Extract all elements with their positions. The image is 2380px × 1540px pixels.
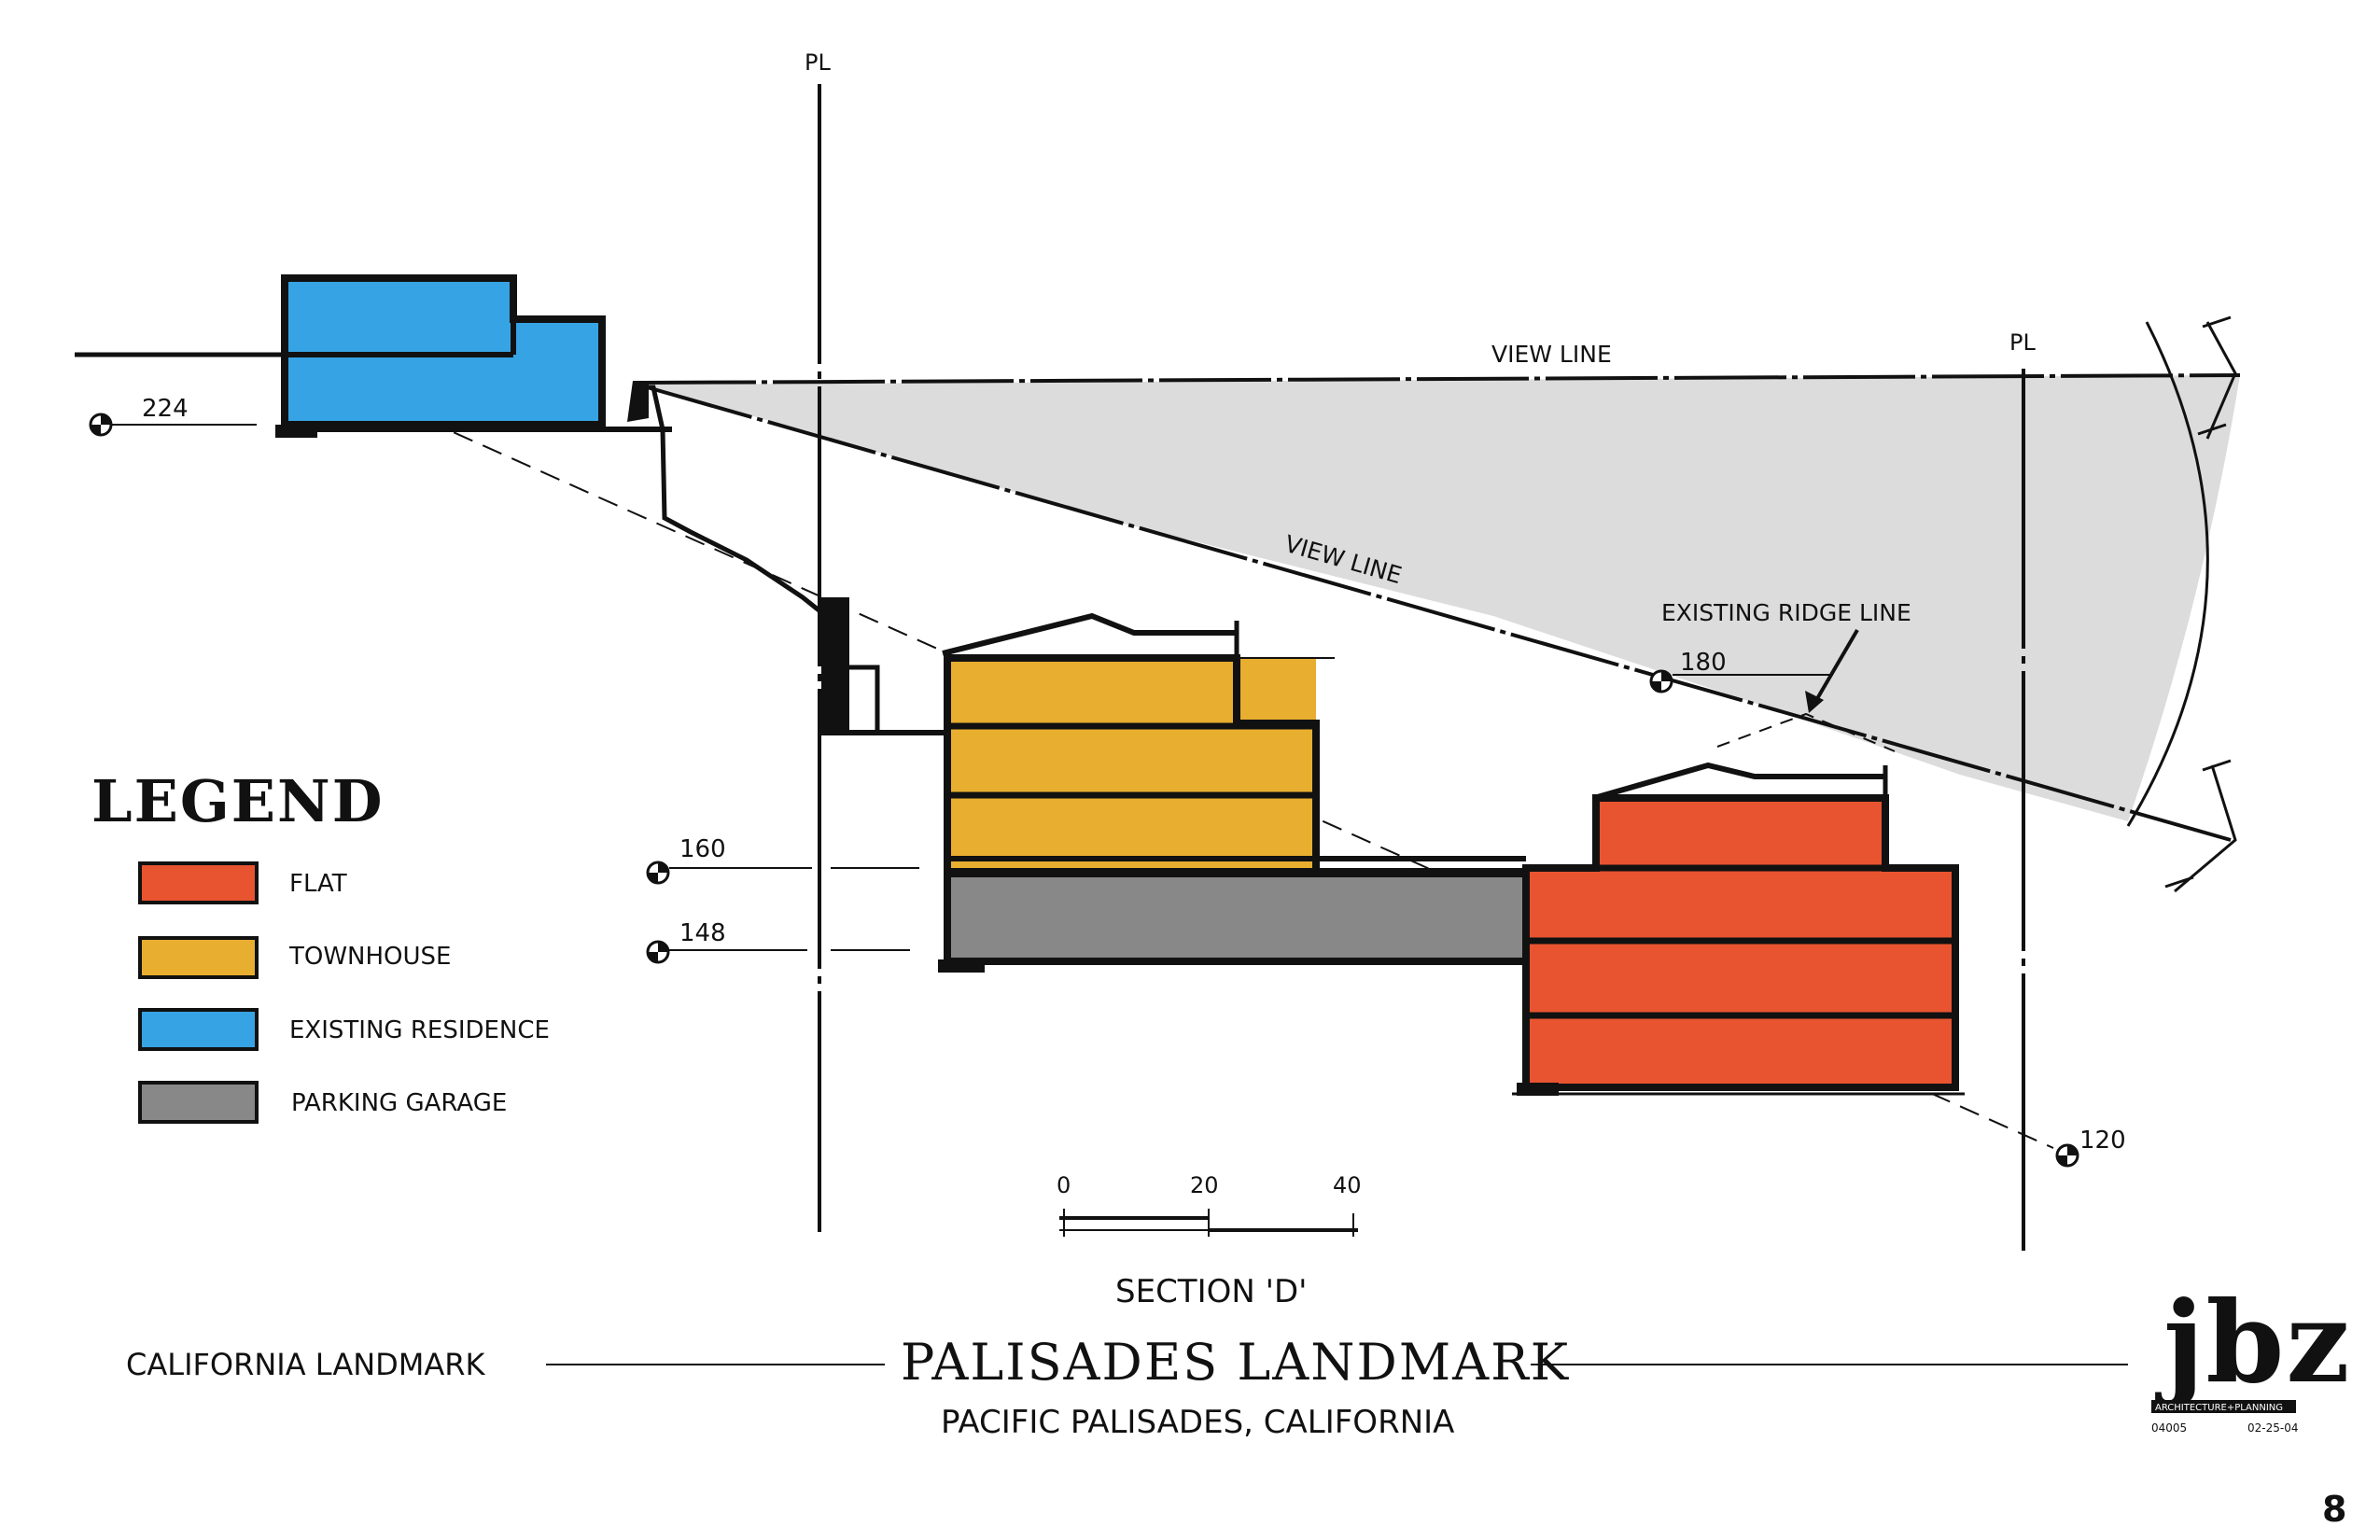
elevation-marker-224 [89,413,257,437]
townhouse-building [942,612,1335,868]
elevation-marker-148 [646,940,910,964]
elevation-marker-120 [2055,1143,2079,1168]
person-figure [627,381,649,422]
legend-swatch-existing-residence [138,1008,259,1051]
flat-building [1512,762,1965,1096]
elevation-label-224: 224 [142,395,189,423]
property-line-label-right: PL [2009,329,2036,356]
view-line-upper [643,373,2241,385]
elevation-label-120: 120 [2079,1127,2126,1155]
wall-block [821,597,849,733]
view-line-label-upper: VIEW LINE [1491,341,1612,368]
arc-marker-bottom [2164,759,2237,893]
logo-subtitle: ARCHITECTURE+PLANNING [2155,1403,2283,1413]
scale-bar [1059,1209,1358,1237]
view-line-lower [643,385,2232,842]
ridge-line-label: EXISTING RIDGE LINE [1661,599,1911,626]
ridge-arrow [1805,628,1859,713]
hillside-profile [635,385,828,618]
existing-residence [275,274,672,438]
legend-label-parking-garage: PARKING GARAGE [291,1089,507,1117]
property-line-label-left: PL [805,49,831,76]
logo-mark: jbz [2155,1277,2351,1408]
elevation-marker-180 [1649,669,1829,693]
client-name: CALIFORNIA LANDMARK [126,1347,486,1382]
arc-marker-top [2197,315,2237,440]
logo-date: 02-25-04 [2247,1421,2298,1435]
section-title: SECTION 'D' [1115,1273,1307,1310]
project-title: PALISADES LANDMARK [901,1333,1570,1392]
scale-tick-40: 40 [1333,1172,1362,1198]
elevation-label-160: 160 [679,835,726,863]
elevation-label-148: 148 [679,919,726,947]
logo-job-number: 04005 [2151,1421,2187,1435]
parking-garage [938,856,1526,973]
view-cone [644,375,2240,821]
legend-swatch-townhouse [138,936,259,979]
elevation-label-180: 180 [1680,649,1727,677]
page-number: 8 [2322,1489,2346,1530]
project-location: PACIFIC PALISADES, CALIFORNIA [941,1404,1454,1441]
jbz-logo: jbz ARCHITECTURE+PLANNING 04005 02-25-04 [2151,1277,2351,1435]
scale-tick-0: 0 [1057,1172,1071,1198]
scale-tick-20: 20 [1190,1172,1219,1198]
elevation-marker-160 [646,861,919,885]
legend-title: LEGEND [91,767,385,835]
legend-label-flat: FLAT [289,870,347,898]
legend-label-existing-residence: EXISTING RESIDENCE [289,1016,550,1044]
legend-label-townhouse: TOWNHOUSE [288,943,451,971]
legend-swatch-parking-garage [138,1081,259,1124]
view-arc [2126,321,2209,827]
legend-swatch-flat [138,861,259,904]
ridge-dashed [1716,712,1896,752]
